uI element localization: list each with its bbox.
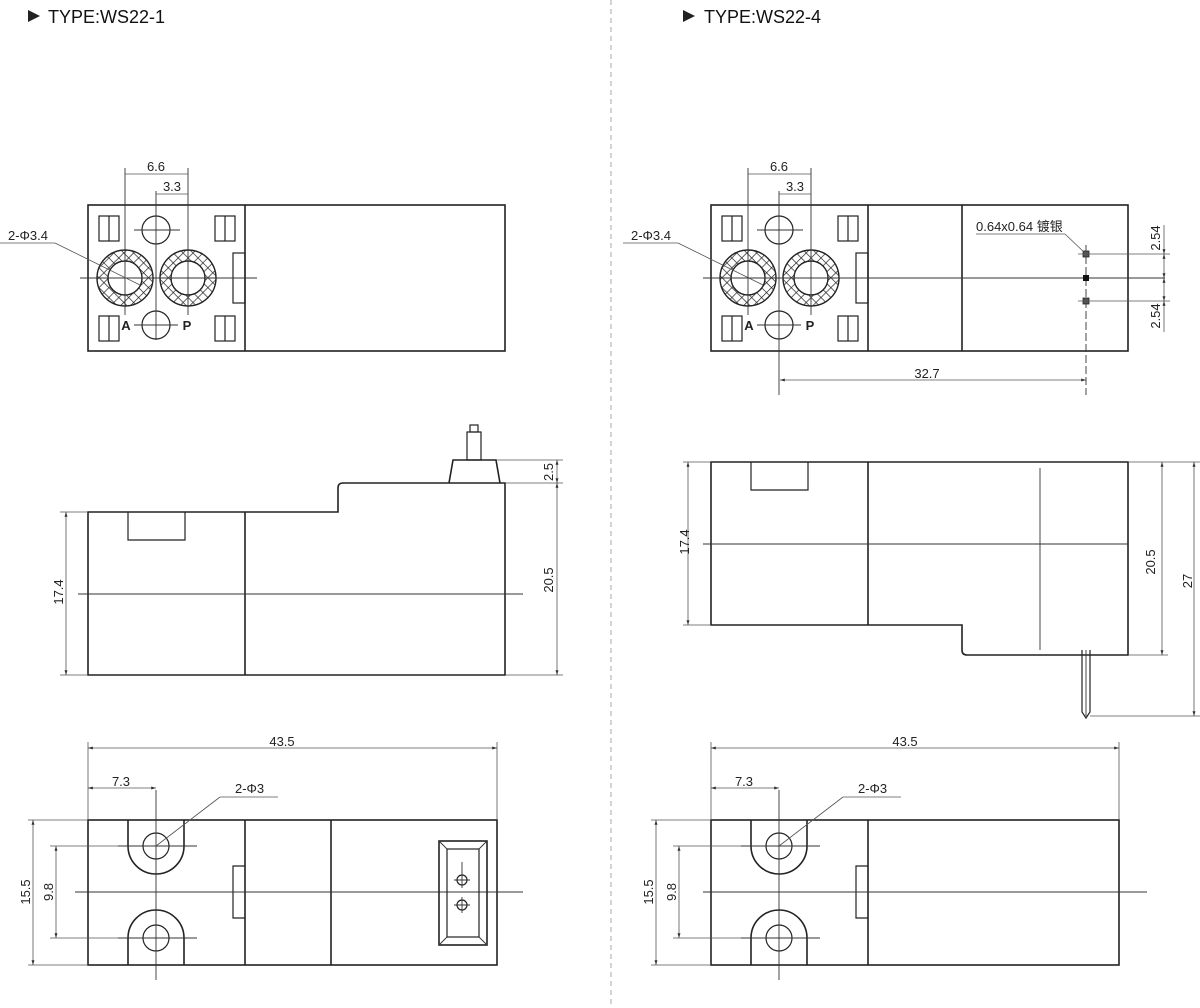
total-height-label: 20.5 [541, 567, 556, 592]
port-p-label: P [183, 318, 192, 333]
port-spacing-label: 6.6 [770, 159, 788, 174]
hole-note-label: 2-Φ3 [858, 781, 887, 796]
right-bottom-view [651, 742, 1147, 980]
terminal-height-label: 2.5 [541, 463, 556, 481]
port-note-label: 2-Φ3.4 [8, 228, 48, 243]
port-spacing-label: 6.6 [147, 159, 165, 174]
pin-note-label: 0.64x0.64 镀银 [976, 219, 1063, 234]
body-height-label: 17.4 [51, 579, 66, 604]
hole-offset-label: 7.3 [112, 774, 130, 789]
body-height-label: 17.4 [677, 529, 692, 554]
left-side-view [60, 424, 563, 676]
overall-height-label: 27 [1180, 574, 1195, 588]
hole-spacing-label: 9.8 [664, 883, 679, 901]
pin-pitch-lower-label: 2.54 [1148, 303, 1163, 328]
port-note-label: 2-Φ3.4 [631, 228, 671, 243]
port-a-label: A [121, 318, 131, 333]
play-triangle-icon [28, 10, 40, 22]
port-a-label: A [744, 318, 754, 333]
hole-offset-label: 7.3 [735, 774, 753, 789]
width-label: 15.5 [18, 879, 33, 904]
left-title: TYPE:WS22-1 [48, 7, 165, 27]
right-title: TYPE:WS22-4 [704, 7, 821, 27]
right-side-view [683, 461, 1200, 720]
left-bottom-view [28, 742, 523, 980]
total-height-label: 20.5 [1143, 549, 1158, 574]
right-top-view [623, 168, 1170, 395]
length-label: 43.5 [269, 734, 294, 749]
left-top-view [0, 168, 506, 352]
width-label: 15.5 [641, 879, 656, 904]
port-p-label: P [806, 318, 815, 333]
half-spacing-label: 3.3 [163, 179, 181, 194]
pin-pitch-upper-label: 2.54 [1148, 225, 1163, 250]
half-spacing-label: 3.3 [786, 179, 804, 194]
play-triangle-icon [683, 10, 695, 22]
hole-note-label: 2-Φ3 [235, 781, 264, 796]
pin-square [1083, 275, 1089, 281]
length-label: 43.5 [892, 734, 917, 749]
pin-distance-label: 32.7 [914, 366, 939, 381]
hole-spacing-label: 9.8 [41, 883, 56, 901]
